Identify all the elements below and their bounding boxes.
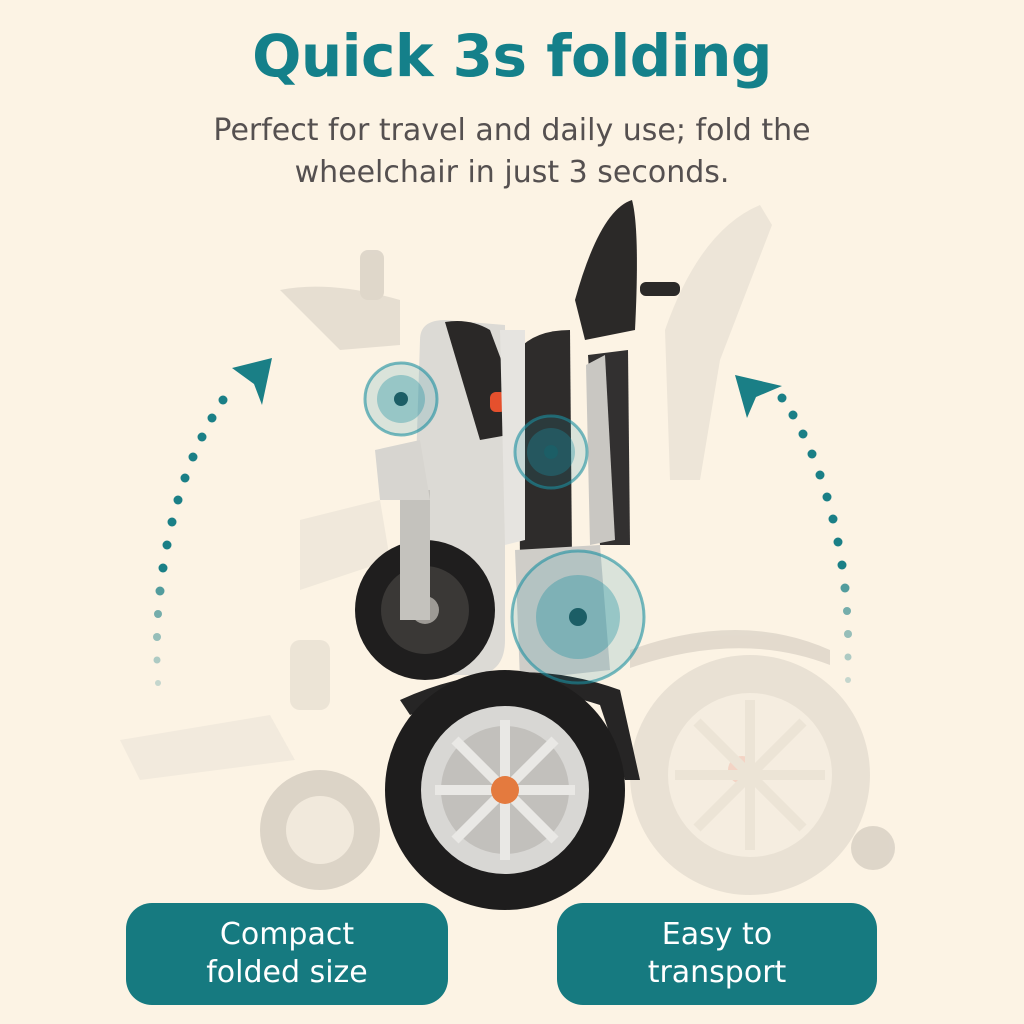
unfolded-wheelchair-ghost bbox=[120, 205, 895, 895]
hinge-marker-icon bbox=[363, 361, 439, 437]
hinge-marker-icon bbox=[513, 414, 589, 490]
page-subtitle: Perfect for travel and daily use; fold t… bbox=[160, 110, 864, 194]
page-title: Quick 3s folding bbox=[252, 22, 772, 90]
easy-to-transport-badge: Easy to transport bbox=[557, 903, 877, 1005]
fold-arrow-icon bbox=[153, 358, 272, 686]
compact-folded-size-badge: Compact folded size bbox=[126, 903, 448, 1005]
badge-line: Easy to bbox=[661, 917, 773, 952]
badge-line: folded size bbox=[206, 955, 368, 990]
fold-arrow-icon bbox=[735, 375, 852, 683]
subtitle-line-2: wheelchair in just 3 seconds. bbox=[294, 155, 730, 190]
folded-wheelchair bbox=[355, 200, 680, 910]
badge-line: transport bbox=[647, 955, 787, 990]
hinge-marker-icon bbox=[510, 549, 646, 685]
badge-line: Compact bbox=[219, 917, 355, 952]
subtitle-line-1: Perfect for travel and daily use; fold t… bbox=[213, 113, 811, 148]
